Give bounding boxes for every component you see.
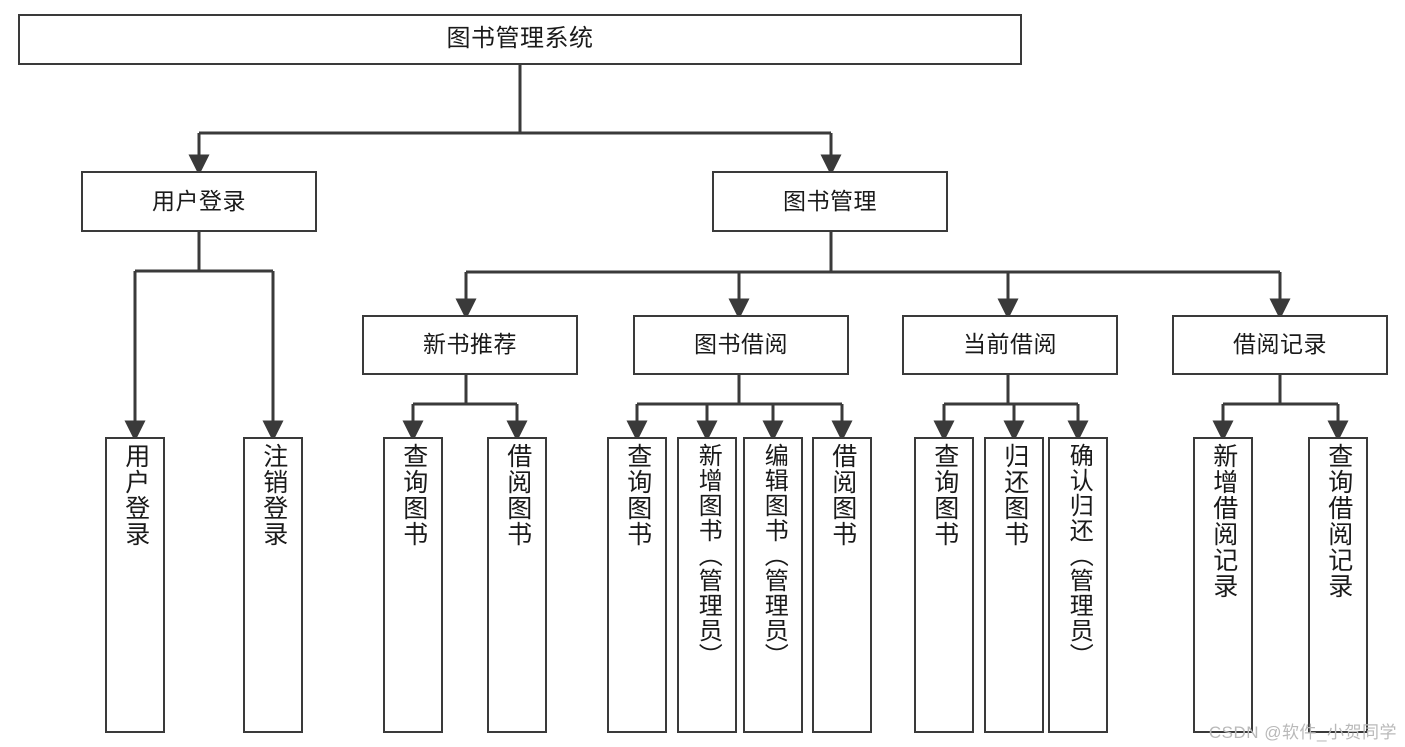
node-label: 图书管理 <box>783 187 877 214</box>
node-label: 用户登录 <box>152 187 246 214</box>
node-label: 借阅记录 <box>1233 331 1327 358</box>
node-root-system[interactable]: 图书管理系统 <box>18 14 1022 65</box>
node-label: 查询图书 <box>930 443 959 547</box>
node-label: 图书借阅 <box>694 331 788 358</box>
node-label: 查询图书 <box>399 443 428 547</box>
node-label: 查询借阅记录 <box>1324 443 1353 599</box>
leaf-record-query-borrow-record[interactable]: 查询借阅记录 <box>1308 437 1368 733</box>
node-label: 归还图书 <box>1000 443 1029 547</box>
leaf-recommend-query-book[interactable]: 查询图书 <box>383 437 443 733</box>
leaf-user-login[interactable]: 用户登录 <box>105 437 165 733</box>
node-label: 用户登录 <box>121 443 150 547</box>
leaf-recommend-borrow-book[interactable]: 借阅图书 <box>487 437 547 733</box>
leaf-borrow-lend-book[interactable]: 借阅图书 <box>812 437 872 733</box>
node-user-login[interactable]: 用户登录 <box>81 171 317 232</box>
node-current-borrow[interactable]: 当前借阅 <box>902 315 1118 375</box>
node-label: 借阅图书 <box>503 443 532 547</box>
csdn-watermark: CSDN @软件_小贺同学 <box>1208 723 1397 742</box>
leaf-borrow-add-book-admin[interactable]: 新增图书（管理员） <box>677 437 737 733</box>
node-book-management[interactable]: 图书管理 <box>712 171 948 232</box>
leaf-current-query-book[interactable]: 查询图书 <box>914 437 974 733</box>
node-borrow-record[interactable]: 借阅记录 <box>1172 315 1388 375</box>
node-label: 新书推荐 <box>423 331 517 358</box>
leaf-borrow-edit-book-admin[interactable]: 编辑图书（管理员） <box>743 437 803 733</box>
node-label: 注销登录 <box>259 443 288 547</box>
node-label: 确认归还（管理员） <box>1065 443 1093 668</box>
node-label: 查询图书 <box>623 443 652 547</box>
node-label: 新增图书（管理员） <box>694 443 722 668</box>
node-new-book-recommend[interactable]: 新书推荐 <box>362 315 578 375</box>
leaf-current-confirm-return-admin[interactable]: 确认归还（管理员） <box>1048 437 1108 733</box>
leaf-current-return-book[interactable]: 归还图书 <box>984 437 1044 733</box>
leaf-borrow-query-book[interactable]: 查询图书 <box>607 437 667 733</box>
leaf-user-logout[interactable]: 注销登录 <box>243 437 303 733</box>
node-book-borrow[interactable]: 图书借阅 <box>633 315 849 375</box>
node-label: 图书管理系统 <box>446 25 594 53</box>
node-label: 新增借阅记录 <box>1209 443 1238 599</box>
leaf-record-add-borrow-record[interactable]: 新增借阅记录 <box>1193 437 1253 733</box>
node-label: 当前借阅 <box>963 331 1057 358</box>
node-label: 编辑图书（管理员） <box>760 443 788 668</box>
node-label: 借阅图书 <box>828 443 857 547</box>
